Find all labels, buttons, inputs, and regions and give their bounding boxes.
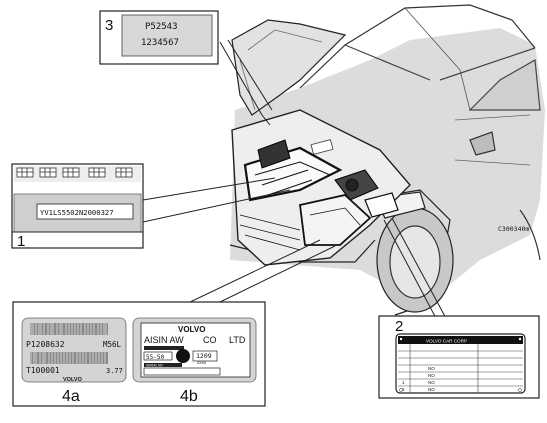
barcode-icon [30,352,108,364]
leader-lines [142,39,449,323]
label-4a: P1208632 M56L T100001 3.77 VOLVO [21,317,127,383]
callout-1-vin: YV1LS5502N2000327 [40,208,114,217]
figure-code: C300340m [498,225,529,233]
callout-2-box: 2 VOLVO CAR CORP NO NO 1 NO 2 NO [378,315,540,399]
callout-2-plate-rows [398,344,523,393]
label-4b-num: 1209 [196,352,212,360]
callout-1-number: 1 [17,233,25,250]
callout-3-number: 3 [105,17,113,34]
callout-4-box: P1208632 M56L T100001 3.77 VOLVO 4a VOLV… [12,301,266,407]
label-4a-code1: P1208632 [26,340,65,349]
callout-3-box: 3 P52543 1234567 [99,10,219,65]
label-4b-sub-label: SERIAL NO [146,363,163,367]
label-4b-model: 55-50 [146,354,164,361]
label-4b-num-sub: XXXX [197,360,207,365]
callout-2-row-7-num: 2 [402,387,405,392]
callout-2-number: 2 [395,318,403,335]
callout-2-row-5-label: NO [428,373,435,378]
callout-1-box: YV1LS5502N2000327 1 [11,163,144,250]
callout-3-line2: 1234567 [141,38,179,48]
label-4b-maker-suffix2: LTD [229,335,246,345]
callout-2-row-4-label: NO [428,366,435,371]
barcode-icon [30,323,108,335]
callout-2-row-7-label: NO [428,387,435,392]
label-4b-caption: 4b [180,388,198,405]
callout-1-icon-row [16,167,133,178]
label-4b-maker-suffix: CO [203,335,217,345]
callout-2-row-6-num: 1 [402,380,405,385]
callout-2-row-6-label: NO [428,380,435,385]
callout-3-line1: P52543 [145,22,178,32]
label-4b: VOLVO AISIN AW CO LTD 55-50 1209 XXXX SE… [132,317,257,383]
callout-2-plate-header: VOLVO CAR CORP [426,339,467,344]
label-4a-caption: 4a [62,388,80,405]
label-4a-code1-suffix: M56L [103,340,122,349]
label-4b-brand: VOLVO [178,325,205,334]
label-4b-maker: AISIN AW [144,335,184,345]
label-4a-brand: VOLVO [63,377,83,383]
engine-illustration [231,109,411,266]
label-4a-code2-suffix: 3.77 [106,367,123,375]
label-4a-code2: T100001 [26,366,60,375]
